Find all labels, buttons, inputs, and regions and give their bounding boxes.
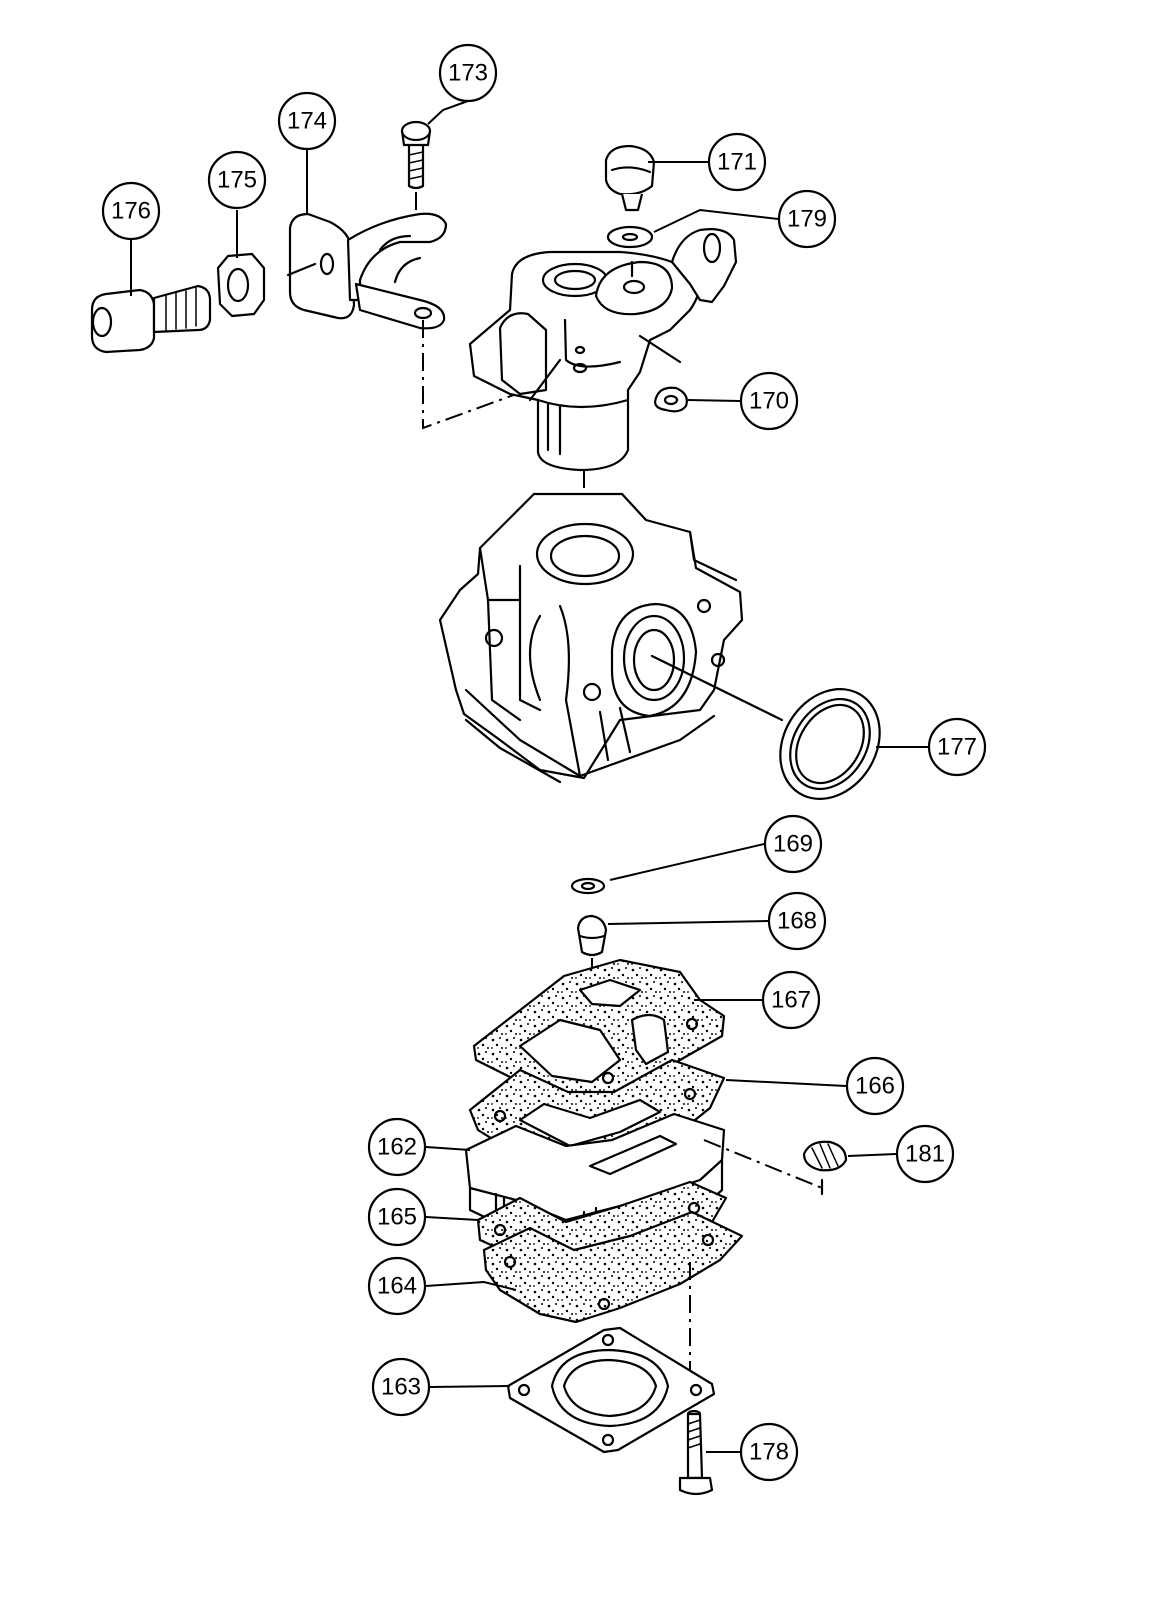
plate-162-part bbox=[464, 1112, 824, 1254]
screw-173-part bbox=[400, 120, 432, 240]
callout-178: 178 bbox=[739, 1422, 799, 1482]
callout-166-label: 166 bbox=[855, 1073, 895, 1100]
callout-181-label: 181 bbox=[905, 1141, 945, 1168]
callout-168: 168 bbox=[767, 891, 827, 951]
callout-168-label: 168 bbox=[777, 908, 817, 935]
callout-165-label: 165 bbox=[377, 1204, 417, 1231]
callout-179-label: 179 bbox=[787, 206, 827, 233]
callout-174: 174 bbox=[277, 91, 337, 151]
callout-171-label: 171 bbox=[717, 149, 757, 176]
washer-169-part bbox=[570, 877, 606, 895]
callout-164-label: 164 bbox=[377, 1273, 417, 1300]
knob-171-part bbox=[604, 144, 656, 212]
callout-174-label: 174 bbox=[287, 108, 327, 135]
callout-165: 165 bbox=[367, 1187, 427, 1247]
callout-177-label: 177 bbox=[937, 734, 977, 761]
callout-162-label: 162 bbox=[377, 1134, 417, 1161]
lever-bracket-174-part bbox=[288, 212, 611, 430]
callout-176-label: 176 bbox=[111, 198, 151, 225]
callout-175: 175 bbox=[207, 150, 267, 210]
callout-169: 169 bbox=[763, 814, 823, 874]
callout-173: 173 bbox=[438, 43, 498, 103]
upper-housing-part bbox=[468, 228, 738, 472]
carburetor-body-part bbox=[438, 492, 744, 784]
callout-169-label: 169 bbox=[773, 831, 813, 858]
callout-171: 171 bbox=[707, 132, 767, 192]
callout-173-label: 173 bbox=[448, 60, 488, 87]
callout-170: 170 bbox=[739, 371, 799, 431]
callout-164: 164 bbox=[367, 1256, 427, 1316]
fitting-176-part bbox=[90, 284, 212, 354]
callout-170-label: 170 bbox=[749, 388, 789, 415]
callout-176: 176 bbox=[101, 181, 161, 241]
callout-162: 162 bbox=[367, 1117, 427, 1177]
callout-177: 177 bbox=[927, 717, 987, 777]
callout-175-label: 175 bbox=[217, 167, 257, 194]
clip-170-part bbox=[654, 386, 688, 413]
callout-167: 167 bbox=[761, 970, 821, 1030]
seal-ring-177-part bbox=[650, 654, 881, 800]
screw-178-part bbox=[678, 1409, 714, 1496]
callout-163: 163 bbox=[371, 1357, 431, 1417]
callout-178-label: 178 bbox=[749, 1439, 789, 1466]
callout-166: 166 bbox=[845, 1056, 905, 1116]
callout-167-label: 167 bbox=[771, 987, 811, 1014]
diaphragm-plate-163-part bbox=[506, 1326, 716, 1454]
screw-181-part bbox=[802, 1140, 848, 1172]
callout-179: 179 bbox=[777, 189, 837, 249]
leader-lines bbox=[130, 100, 928, 1453]
gasket-164-part bbox=[482, 1210, 744, 1408]
callout-181: 181 bbox=[895, 1124, 955, 1184]
washer-179-part bbox=[606, 225, 654, 249]
callout-163-label: 163 bbox=[381, 1374, 421, 1401]
